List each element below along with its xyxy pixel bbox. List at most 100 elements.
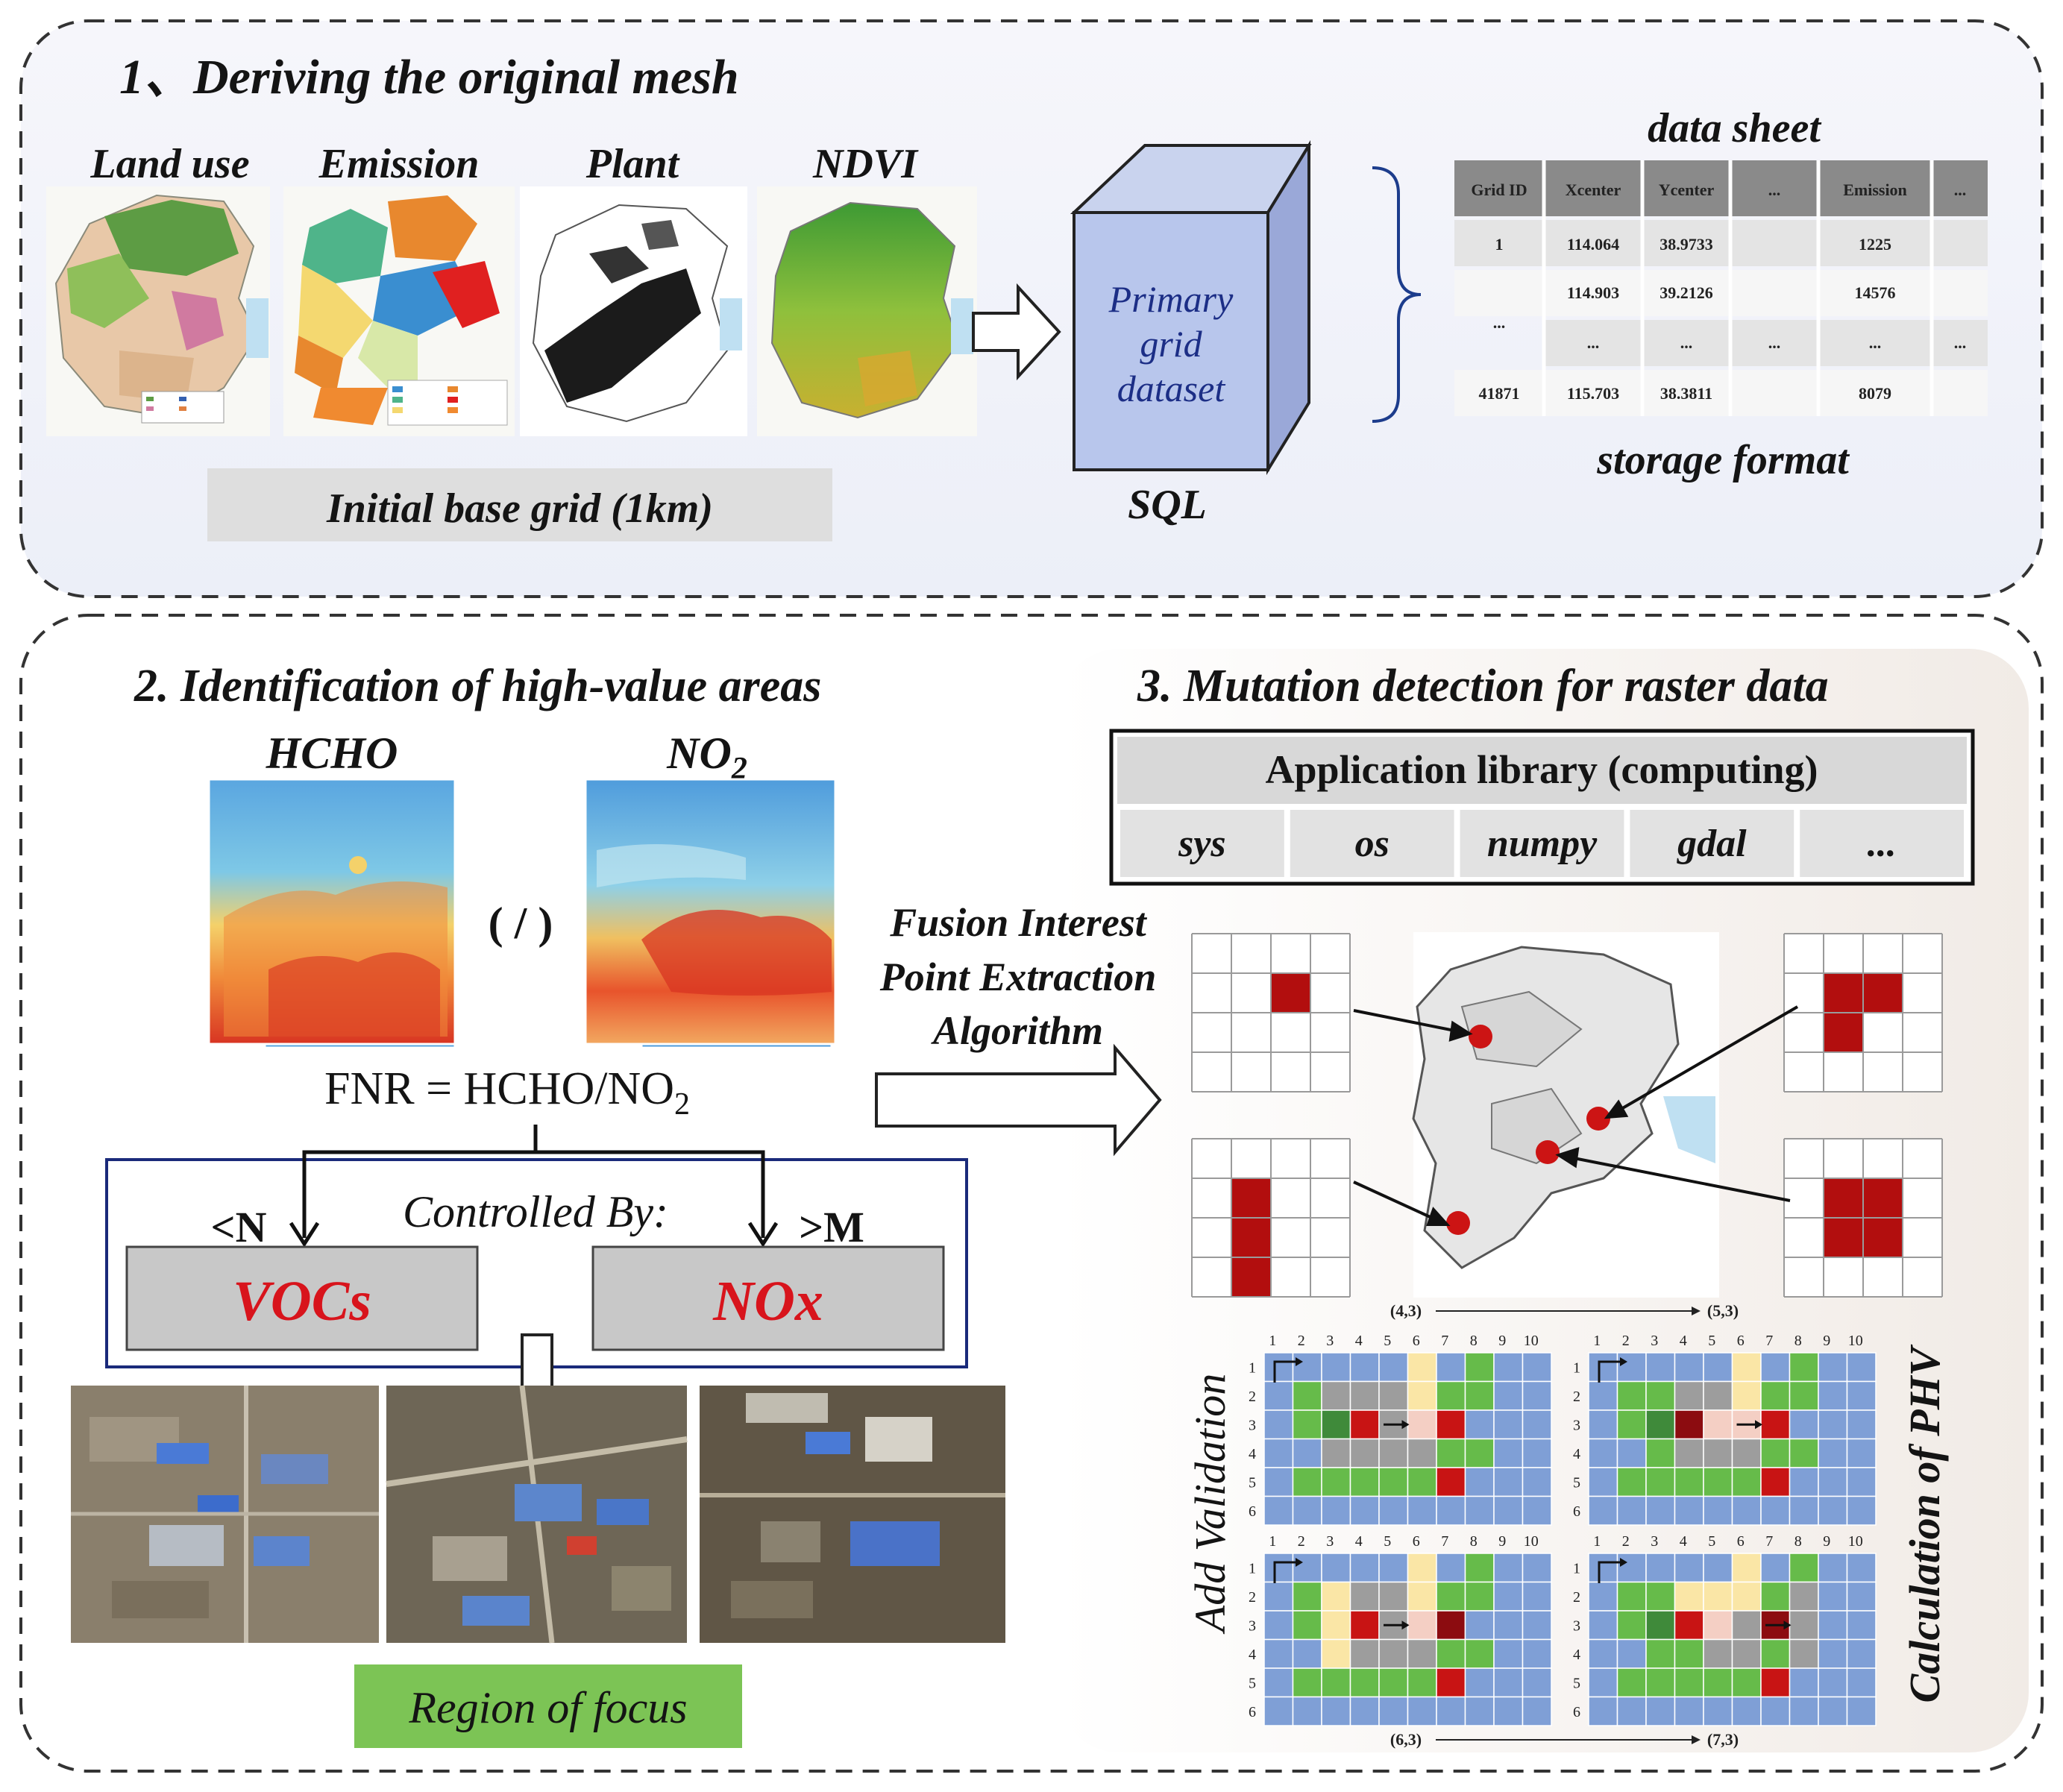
raster-cell: [1493, 1438, 1524, 1468]
raster-cell: [1263, 1380, 1294, 1411]
raster-cell: [1407, 1467, 1437, 1497]
raster-cell: [1645, 1438, 1676, 1468]
raster-cell: [1703, 1409, 1733, 1440]
raster-cell: [1674, 1409, 1704, 1440]
library-name-3: gdal: [1677, 823, 1747, 865]
scan-direction-icon: [1598, 1561, 1620, 1583]
row-number-6: 6: [1249, 1704, 1256, 1720]
data-sheet-title: data sheet: [1648, 105, 1821, 151]
raster-cell: [1703, 1380, 1733, 1411]
raster-cell: [1464, 1696, 1495, 1726]
col-number-10: 10: [1848, 1533, 1863, 1550]
raster-cell: [1789, 1467, 1819, 1497]
raster-cell: [1522, 1610, 1552, 1641]
table-cell-3-1: 115.703: [1567, 384, 1619, 403]
raster-cell: [1818, 1380, 1848, 1411]
kernel-grid-3: [1191, 1138, 1351, 1298]
table-header-4: Emission: [1843, 180, 1907, 199]
raster-cell: [1731, 1581, 1762, 1612]
raster-cell: [1464, 1581, 1495, 1612]
kernel-cell-active: [1824, 973, 1863, 1013]
col-number-4: 4: [1680, 1333, 1687, 1349]
kernel-cell-active: [1271, 973, 1310, 1013]
raster-cell: [1292, 1553, 1322, 1583]
col-number-9: 9: [1823, 1333, 1830, 1349]
raster-cell: [1349, 1409, 1380, 1440]
raster-cell: [1645, 1667, 1676, 1698]
move-arrowhead: [1401, 1620, 1410, 1630]
col-number-5: 5: [1384, 1333, 1391, 1349]
kernel-cell-active: [1824, 1178, 1863, 1218]
raster-cell: [1407, 1638, 1437, 1669]
data-table: [1454, 160, 1988, 416]
land-use-map: [46, 186, 270, 436]
raster-cell: [1674, 1667, 1704, 1698]
raster-cell: [1493, 1610, 1524, 1641]
raster-cell: [1789, 1667, 1819, 1698]
raster-cell: [1760, 1696, 1791, 1726]
section2-title: 2. Identification of high-value areas: [134, 661, 821, 711]
row-number-6: 6: [1573, 1704, 1580, 1720]
col-number-7: 7: [1765, 1333, 1773, 1349]
raster-cell: [1789, 1696, 1819, 1726]
raster-cell: [1703, 1467, 1733, 1497]
raster-cell: [1645, 1352, 1676, 1383]
raster-cell: [1818, 1352, 1848, 1383]
table-cell-0-2: 38.9733: [1659, 235, 1713, 254]
raster-cell: [1645, 1409, 1676, 1440]
raster-cell: [1703, 1638, 1733, 1669]
raster-cell: [1588, 1696, 1618, 1726]
raster-cell: [1846, 1352, 1877, 1383]
kernel-cell-active: [1231, 1218, 1271, 1257]
raster-cell: [1407, 1696, 1437, 1726]
map-label-land-use: Land use: [90, 141, 249, 187]
row-number-2: 2: [1573, 1389, 1580, 1405]
table-header-1: Xcenter: [1566, 180, 1621, 199]
less-than-n-label: <N: [211, 1203, 267, 1251]
table-cell-0-4: 1225: [1859, 235, 1891, 254]
section3-title: 3. Mutation detection for raster data: [1137, 661, 1829, 711]
fusion-line-3: Algorithm: [931, 1008, 1103, 1053]
raster-cell: [1818, 1438, 1848, 1468]
raster-cell: [1818, 1495, 1848, 1526]
library-name-2: numpy: [1487, 823, 1598, 865]
raster-cell: [1645, 1610, 1676, 1641]
row-number-3: 3: [1573, 1617, 1580, 1634]
raster-cell: [1818, 1667, 1848, 1698]
raster-cell: [1263, 1581, 1294, 1612]
raster-cell: [1846, 1409, 1877, 1440]
col-number-5: 5: [1384, 1533, 1391, 1550]
cube-label-grid: grid: [1140, 323, 1202, 365]
primary-grid-cube: [1070, 139, 1312, 476]
raster-cell: [1522, 1638, 1552, 1669]
move-arrowhead: [1755, 1420, 1762, 1430]
col-number-8: 8: [1794, 1533, 1802, 1550]
raster-cell: [1522, 1495, 1552, 1526]
row-number-2: 2: [1573, 1589, 1580, 1606]
row-number-3: 3: [1249, 1617, 1256, 1634]
map-label-emission: Emission: [318, 141, 480, 187]
raster-cell: [1588, 1438, 1618, 1468]
fnr-subscript: 2: [674, 1087, 690, 1122]
satellite-image-3: [700, 1386, 1005, 1643]
col-number-3: 3: [1326, 1533, 1334, 1550]
raster-cell: [1588, 1553, 1618, 1583]
hotspot-3: [1536, 1140, 1560, 1164]
library-cell-1: [1290, 810, 1454, 877]
raster-cell: [1349, 1667, 1380, 1698]
region-of-focus-label: Region of focus: [408, 1683, 687, 1732]
raster-cell: [1789, 1553, 1819, 1583]
kernel-grid-4: [1783, 1138, 1943, 1298]
no2-main: NO: [666, 729, 732, 778]
raster-cell: [1349, 1581, 1380, 1612]
table-merged-id: ...: [1493, 313, 1506, 332]
move-arrowhead: [1783, 1620, 1792, 1630]
raster-cell: [1760, 1638, 1791, 1669]
kernel-cell-active: [1231, 1178, 1271, 1218]
raster-cell: [1464, 1667, 1495, 1698]
raster-cell: [1846, 1553, 1877, 1583]
cube-label-primary: Primary: [1108, 278, 1234, 320]
raster-cell: [1789, 1495, 1819, 1526]
raster-cell: [1760, 1380, 1791, 1411]
